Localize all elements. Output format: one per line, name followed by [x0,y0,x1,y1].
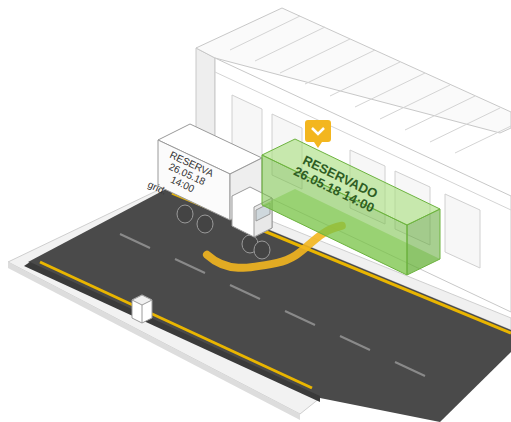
location-pin [305,120,331,148]
mailbox [132,295,152,323]
truck-figure [158,124,272,259]
reserved-zone [262,139,440,275]
